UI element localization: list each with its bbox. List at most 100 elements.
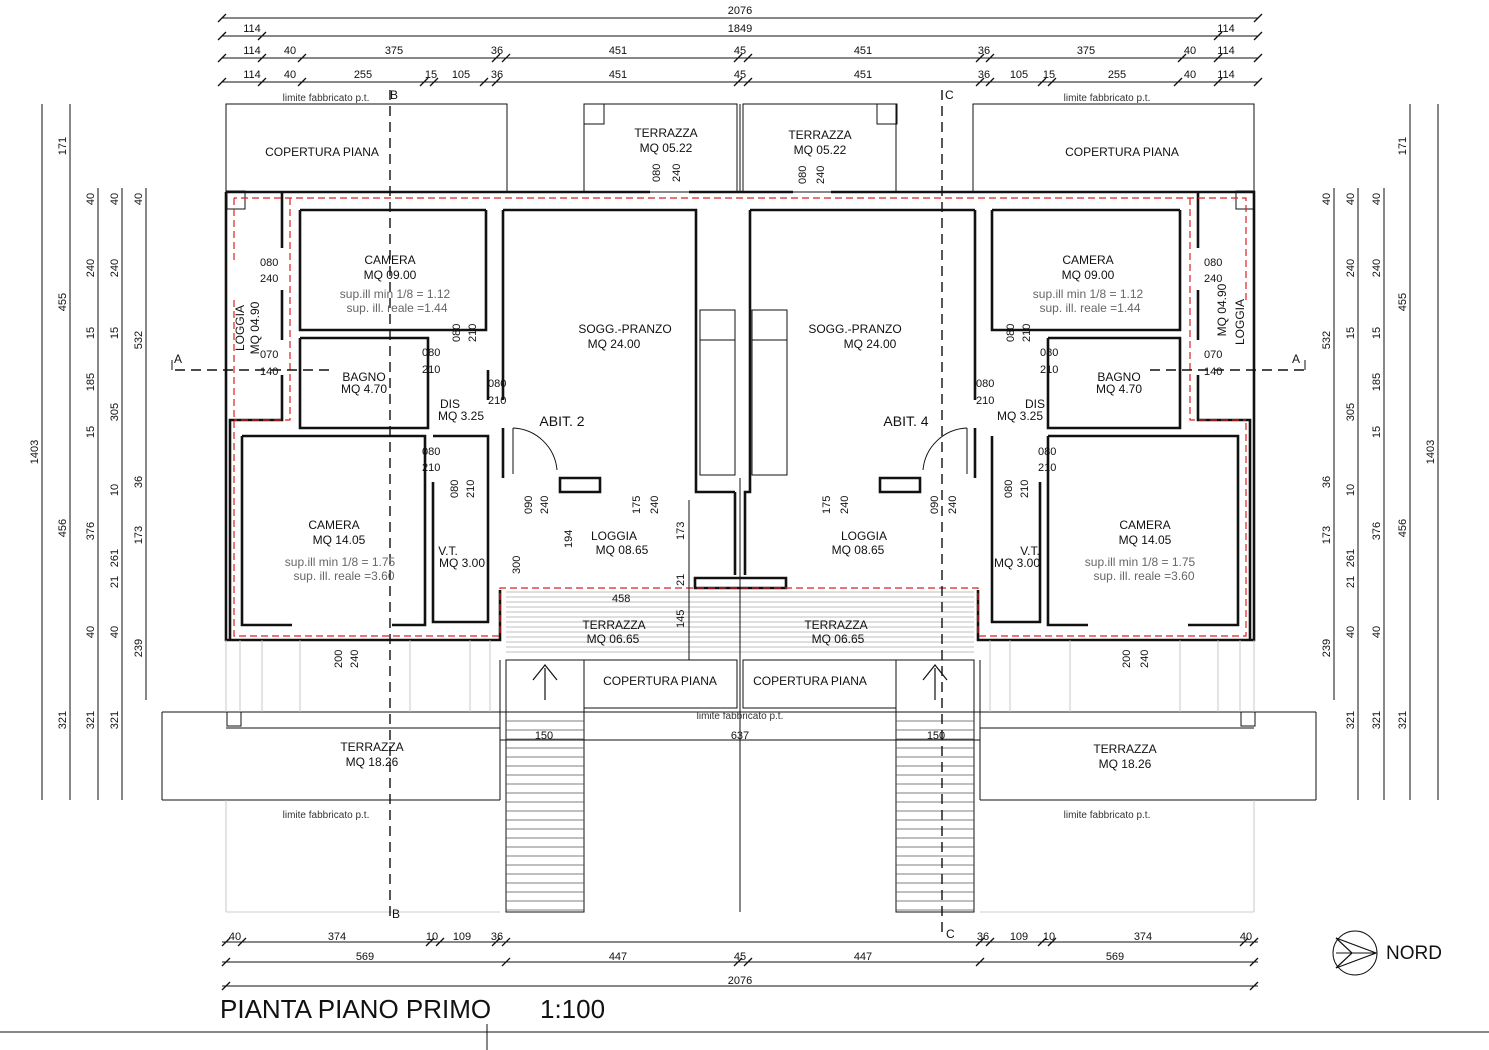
dim-left: 171	[57, 137, 69, 155]
room-name: CAMERA	[1062, 253, 1113, 267]
dim-right: 240	[1345, 259, 1357, 277]
dim-top: 114	[1217, 45, 1235, 57]
inner-dim: 200	[333, 650, 345, 668]
dim-bottom: 569	[356, 951, 374, 963]
dim-right: 15	[1345, 327, 1357, 339]
dim-right: 21	[1345, 576, 1357, 588]
dim-right: 40	[1371, 193, 1383, 205]
inner-dim: 080	[1038, 446, 1056, 458]
dim-left: 40	[109, 626, 121, 638]
terrace-area: MQ 06.65	[587, 632, 640, 646]
loggia-side-name: LOGGIA	[1233, 299, 1247, 345]
section-label: B	[392, 907, 400, 921]
loggia-side-area: MQ 04.90	[1215, 283, 1229, 336]
limit-note: limite fabbricato p.t.	[283, 810, 370, 821]
roof-label: COPERTURA PIANA	[603, 674, 717, 688]
room-area: MQ 09.00	[1062, 268, 1115, 282]
room-note: sup.ill min 1/8 = 1.75	[1085, 555, 1196, 569]
dim-top: 40	[284, 69, 296, 81]
room-name: CAMERA	[364, 253, 415, 267]
dim-top: 105	[452, 69, 470, 81]
inner-dim: 210	[422, 462, 440, 474]
inner-dim: 240	[839, 496, 851, 514]
dim-top: 40	[1184, 45, 1196, 57]
dim-bottom: 40	[1240, 931, 1252, 943]
dim-right: 321	[1345, 711, 1357, 729]
dim-top: 114	[243, 45, 261, 57]
dim-right: 15	[1371, 426, 1383, 438]
inner-dim: 080	[1204, 257, 1222, 269]
dim-left: 185	[85, 373, 97, 391]
terrace-area: MQ 18.26	[346, 755, 399, 769]
dim-left: 321	[85, 711, 97, 729]
inner-dim: 458	[612, 593, 630, 605]
terrace-name: TERRAZZA	[634, 126, 697, 140]
inner-dim: 080	[449, 480, 461, 498]
roof-label: COPERTURA PIANA	[1065, 145, 1179, 159]
drawing-title: PIANTA PIANO PRIMO	[220, 994, 491, 1024]
inner-dim: 210	[1040, 364, 1058, 376]
north-label: NORD	[1386, 943, 1442, 964]
dim-right: 40	[1345, 626, 1357, 638]
room-labels: COPERTURA PIANA COPERTURA PIANA TERRAZZA…	[233, 126, 1247, 771]
inner-dim: 210	[976, 395, 994, 407]
dim-left: 40	[85, 193, 97, 205]
dim-top: 36	[491, 45, 503, 57]
room-note: sup. ill. reale =1.44	[346, 301, 447, 315]
bottom-dimensions: 40 374 10 109 36 36 109 10 374 40 569 44…	[221, 931, 1259, 991]
inner-dim: 637	[731, 730, 749, 742]
dim-bottom: 374	[328, 931, 346, 943]
dim-left: 173	[133, 526, 145, 544]
dim-left: 240	[85, 259, 97, 277]
inner-dim: 080	[260, 257, 278, 269]
dim-bottom: 109	[1010, 931, 1028, 943]
inner-dim: 210	[1038, 462, 1056, 474]
dim-right: 40	[1321, 193, 1333, 205]
loggia-side-area: MQ 04.90	[248, 301, 262, 354]
limit-note: limite fabbricato p.t.	[1064, 810, 1151, 821]
dim-right: 15	[1371, 327, 1383, 339]
inner-dim: 090	[523, 496, 535, 514]
dim-left: 21	[109, 576, 121, 588]
dim-bottom: 569	[1106, 951, 1124, 963]
dim-left: 261	[109, 549, 121, 567]
living-area: MQ 24.00	[844, 337, 897, 351]
inner-dim: 210	[422, 364, 440, 376]
dim-left: 15	[85, 426, 97, 438]
dim-right: 321	[1397, 711, 1409, 729]
inner-dim: 080	[1003, 480, 1015, 498]
bath-name: BAGNO	[1097, 370, 1140, 384]
dim-left: 455	[57, 293, 69, 311]
dim-top: 375	[1077, 45, 1095, 57]
dis-area: MQ 3.25	[997, 409, 1043, 423]
room-area: MQ 14.05	[1119, 533, 1172, 547]
living-name: SOGG.-PRANZO	[578, 322, 671, 336]
roof-label: COPERTURA PIANA	[265, 145, 379, 159]
dim-bottom: 447	[854, 951, 872, 963]
terrace-area: MQ 18.26	[1099, 757, 1152, 771]
bath-area: MQ 4.70	[1096, 382, 1142, 396]
terrace-name: TERRAZZA	[340, 740, 403, 754]
inner-dim: 150	[535, 730, 553, 742]
inner-dim: 145	[675, 610, 687, 628]
dim-top: 255	[354, 69, 372, 81]
dim-top: 255	[1108, 69, 1126, 81]
loggia-name: LOGGIA	[591, 529, 637, 543]
inner-dim: 080	[1005, 324, 1017, 342]
room-note: sup. ill. reale =3.60	[293, 569, 394, 583]
inner-dim: 150	[927, 730, 945, 742]
dim-left: 376	[85, 522, 97, 540]
dim-right: 532	[1321, 331, 1333, 349]
dim-bottom: 447	[609, 951, 627, 963]
unit-label-2: ABIT. 2	[539, 413, 584, 429]
dim-top: 36	[978, 45, 990, 57]
inner-dim: 240	[1204, 273, 1222, 285]
room-note: sup.ill min 1/8 = 1.12	[340, 287, 451, 301]
dim-right: 239	[1321, 639, 1333, 657]
dim-bottom: 10	[1043, 931, 1055, 943]
roof-label: COPERTURA PIANA	[753, 674, 867, 688]
dim-top-total: 2076	[728, 5, 752, 17]
inner-dim: 140	[260, 366, 278, 378]
dim-left: 321	[109, 711, 121, 729]
